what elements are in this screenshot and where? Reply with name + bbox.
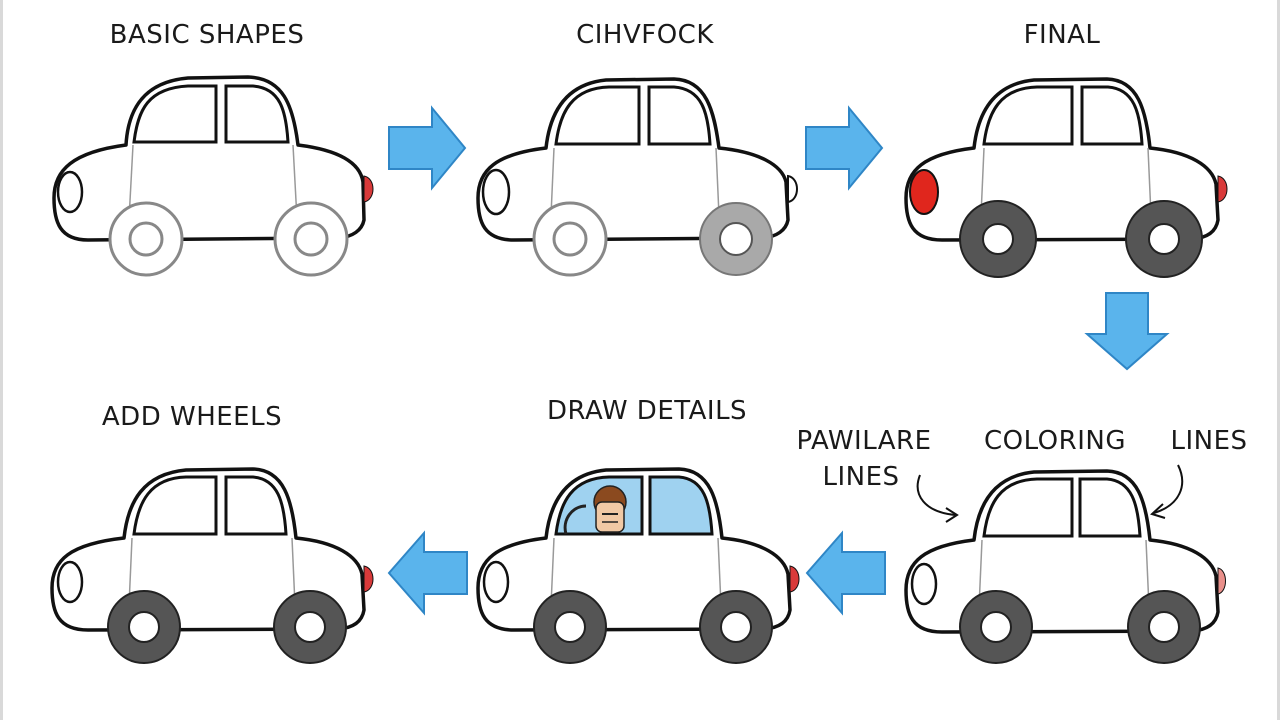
label-draw-details: DRAW DETAILS: [546, 396, 748, 426]
label-pawilare-lines: LINES: [822, 462, 900, 492]
car-step-2: [476, 77, 798, 277]
label-lines: LINES: [1170, 426, 1248, 456]
left-border: [0, 0, 3, 720]
car-final: [904, 77, 1228, 278]
car-coloring: [904, 469, 1226, 664]
right-border: [1277, 0, 1280, 720]
pointer-arrow-icon: [1150, 464, 1183, 519]
label-final: FINAL: [1023, 20, 1101, 50]
car-basic-shapes: [52, 75, 374, 277]
right-arrow-icon: [388, 105, 467, 191]
car-draw-details: [476, 467, 800, 664]
label-add-wheels: ADD WHEELS: [101, 402, 283, 432]
label-basic-shapes: BASIC SHAPES: [109, 20, 305, 50]
down-arrow-icon: [1084, 292, 1170, 371]
car-add-wheels: [50, 467, 374, 664]
label-step-2: CIHVFOCK: [576, 20, 714, 50]
left-arrow-icon: [387, 530, 468, 616]
left-arrow-icon: [805, 530, 886, 616]
right-arrow-icon: [805, 105, 884, 191]
label-coloring: COLORING: [984, 426, 1126, 456]
pointer-arrow-icon: [916, 474, 959, 523]
label-pawilare: PAWILARE: [796, 426, 932, 456]
